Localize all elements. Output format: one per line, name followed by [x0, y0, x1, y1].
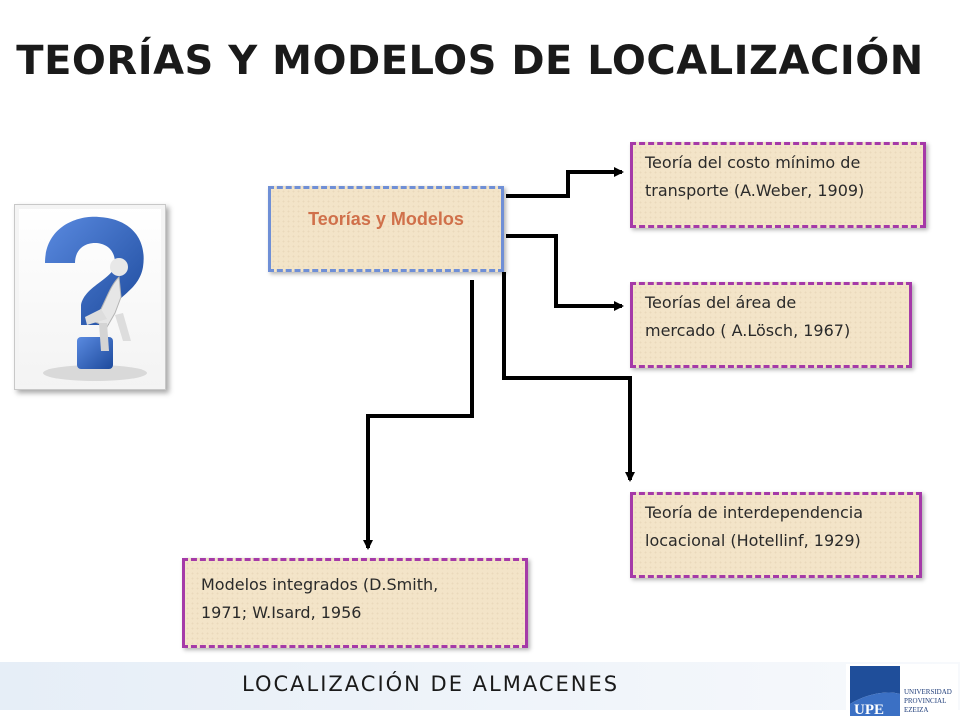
main-concept-box: Teorías y Modelos [268, 186, 504, 272]
footer-bar [0, 662, 960, 710]
main-concept-label: Teorías y Modelos [308, 209, 464, 229]
theory-text-line: transporte (A.Weber, 1909) [645, 181, 865, 200]
question-mark-icon [43, 216, 147, 381]
theory-box-losch: Teorías del área de mercado ( A.Lösch, 1… [630, 282, 912, 368]
logo-name-line: EZEIZA [904, 706, 929, 714]
logo-name-line: UNIVERSIDAD [904, 688, 952, 696]
thinking-figure-image [14, 204, 166, 390]
logo-name-line: PROVINCIAL [904, 697, 946, 705]
arrow-to-hotelling [502, 272, 635, 482]
theory-text-line: locacional (Hotellinf, 1929) [645, 531, 861, 550]
theory-text-line: mercado ( A.Lösch, 1967) [645, 321, 851, 340]
footer-title: LOCALIZACIÓN DE ALMACENES [242, 672, 620, 696]
arrow-to-weber [506, 167, 624, 198]
theory-text-line: 1971; W.Isard, 1956 [201, 603, 362, 622]
theory-text-line: Modelos integrados (D.Smith, [201, 575, 439, 594]
theory-text-line: Teoría del costo mínimo de [645, 153, 861, 172]
theory-text-line: Teoría de interdependencia [645, 503, 864, 522]
upe-logo: UPE UNIVERSIDAD PROVINCIAL EZEIZA [846, 664, 958, 718]
theory-text-line: Teorías del área de [645, 293, 797, 312]
arrow-to-integrated [363, 280, 474, 550]
theory-box-hotelling: Teoría de interdependencia locacional (H… [630, 492, 922, 578]
arrow-to-losch [506, 234, 624, 311]
theory-box-weber: Teoría del costo mínimo de transporte (A… [630, 142, 926, 228]
page-title: TEORÍAS Y MODELOS DE LOCALIZACIÓN [16, 38, 924, 84]
logo-mark: UPE [854, 702, 884, 718]
theory-box-integrated: Modelos integrados (D.Smith, 1971; W.Isa… [182, 558, 528, 648]
